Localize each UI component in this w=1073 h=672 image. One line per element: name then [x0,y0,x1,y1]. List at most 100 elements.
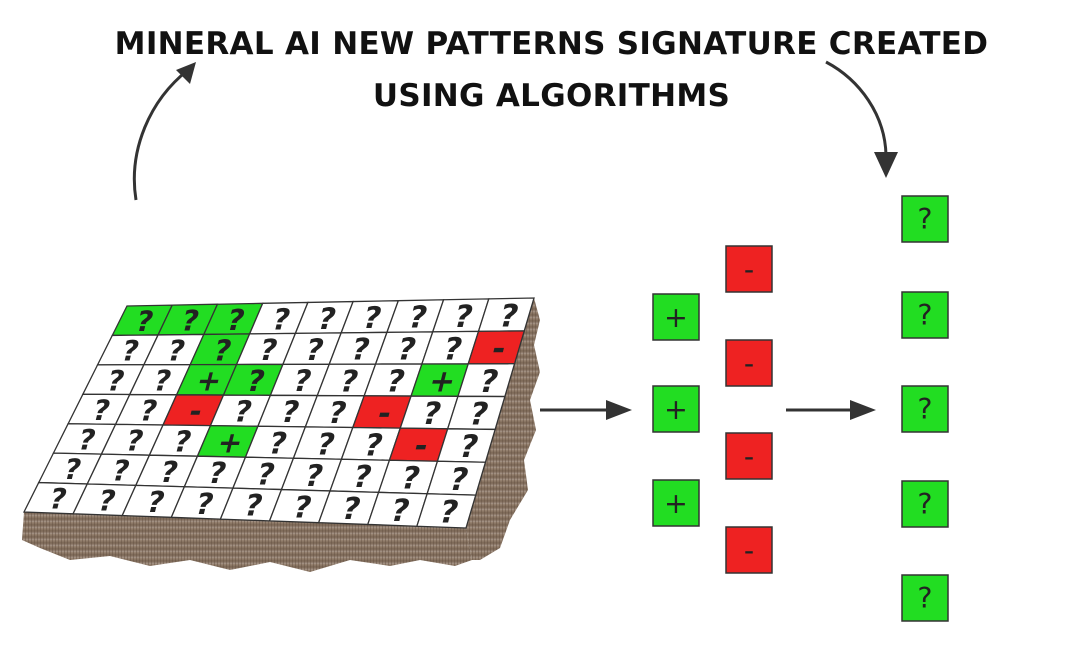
grid-cell: ? [377,459,439,496]
grid-cell: ? [256,394,319,430]
grid-cell: ? [446,395,506,432]
grid-cell: ? [86,453,151,487]
grid-cell: ? [431,298,490,335]
minus-box-symbol: - [744,534,754,567]
grid-cell: ? [202,302,264,337]
result-box-symbol: ? [917,488,932,521]
result-box-bg [901,480,949,528]
grid-cell: ? [72,483,137,517]
soil-side-front [22,512,472,572]
grid-cell: + [175,363,238,398]
curved-arrow-right [825,60,888,156]
grid-cell: ? [114,393,178,427]
result-box-symbol: ? [917,299,932,332]
straight-arrows [540,400,876,420]
result-box: ? [901,195,949,243]
grid-cell: ? [281,332,343,368]
grid-cell: ? [67,393,131,427]
grid-cell: ? [477,297,535,334]
minus-box-bg [725,432,773,480]
result-box-bg [901,291,949,339]
soil-side-right [466,298,540,560]
minus-box-bg [725,526,773,574]
grid-cell: - [351,395,412,431]
grid-cell: ? [317,490,380,527]
grid-cell: ? [231,456,295,492]
grid-cell: ? [111,304,174,338]
result-boxes: ????? [901,195,949,622]
minus-box-bg [725,245,773,293]
arrowhead-signs-to-results-icon [850,400,876,420]
arrowhead-right-icon [874,152,898,178]
title-line-1: MINERAL AI NEW PATTERNS SIGNATURE CREATE… [114,26,989,62]
minus-box-symbol: - [744,347,754,380]
plus-box: + [652,479,700,527]
grid-cell: ? [134,454,199,489]
minus-box-symbol: - [744,440,754,473]
grid-cell: ? [170,486,234,521]
minus-box-symbol: - [744,253,754,286]
minus-box: - [725,432,773,480]
grid-cell: ? [399,395,459,432]
grid-cell: ? [209,394,272,428]
grid-cell: ? [235,333,297,367]
plus-box: + [652,385,700,433]
result-box-symbol: ? [917,393,932,426]
plus-box-symbol: + [664,301,688,334]
grid-cell: ? [244,425,307,461]
grid-cell: ? [268,488,331,525]
plus-box: + [652,293,700,341]
grid-cell: ? [416,493,477,530]
grid-cell: - [388,427,449,464]
grid-cell: ? [157,303,219,337]
result-box: ? [901,291,949,339]
result-box: ? [901,574,949,622]
grid-cell: ? [329,458,391,495]
grid-cell: ? [222,363,284,398]
plus-box-bg [652,293,700,341]
grid-cell: ? [436,428,497,465]
grid-cell: + [196,425,259,459]
curved-arrows [132,60,898,201]
grid-cell: ? [81,364,145,397]
minus-box: - [725,245,773,293]
title-line-2: USING ALGORITHMS [372,78,731,114]
grid-cell: ? [374,331,434,367]
result-box-bg [901,195,949,243]
arrowhead-left-icon [176,62,196,84]
plus-box-bg [652,479,700,527]
grid-cell: ? [457,363,516,400]
curved-arrow-left [132,68,189,201]
grid-cell: ? [142,333,205,367]
diagram-title: MINERAL AI NEW PATTERNS SIGNATURE CREATE… [0,18,1073,122]
result-box-symbol: ? [917,582,932,615]
grid-cell: ? [280,457,343,494]
grid-cell: ? [183,455,247,490]
arrowhead-grid-to-signs-icon [606,400,632,420]
grid-cell: ? [37,452,103,486]
plus-box-symbol: + [664,393,688,426]
grid-cell: ? [128,364,192,397]
grid-cell: ? [52,423,117,456]
grid-cell: ? [426,460,487,498]
result-box-bg [901,385,949,433]
grid-cell: ? [248,302,309,336]
plus-box-symbol: + [664,487,688,520]
grid-cell: ? [294,300,355,337]
grid-cell: ? [121,484,186,519]
sample-grid: ?????????????????-??+????+???-???-?????+… [22,297,535,530]
grid-cell: ? [269,363,331,399]
minus-boxes: - - - - [725,245,773,574]
grid-cell-bg [416,493,477,529]
minus-box: - [725,526,773,574]
result-box: ? [901,480,949,528]
plus-boxes: + + + [652,293,700,527]
grid-cell: ? [328,331,388,368]
grid-cell: ? [316,363,377,399]
grid-cell: ? [386,299,445,336]
plus-box-bg [652,385,700,433]
result-box-symbol: ? [917,203,932,236]
grid-cell: ? [100,423,165,457]
result-box: ? [901,385,949,433]
